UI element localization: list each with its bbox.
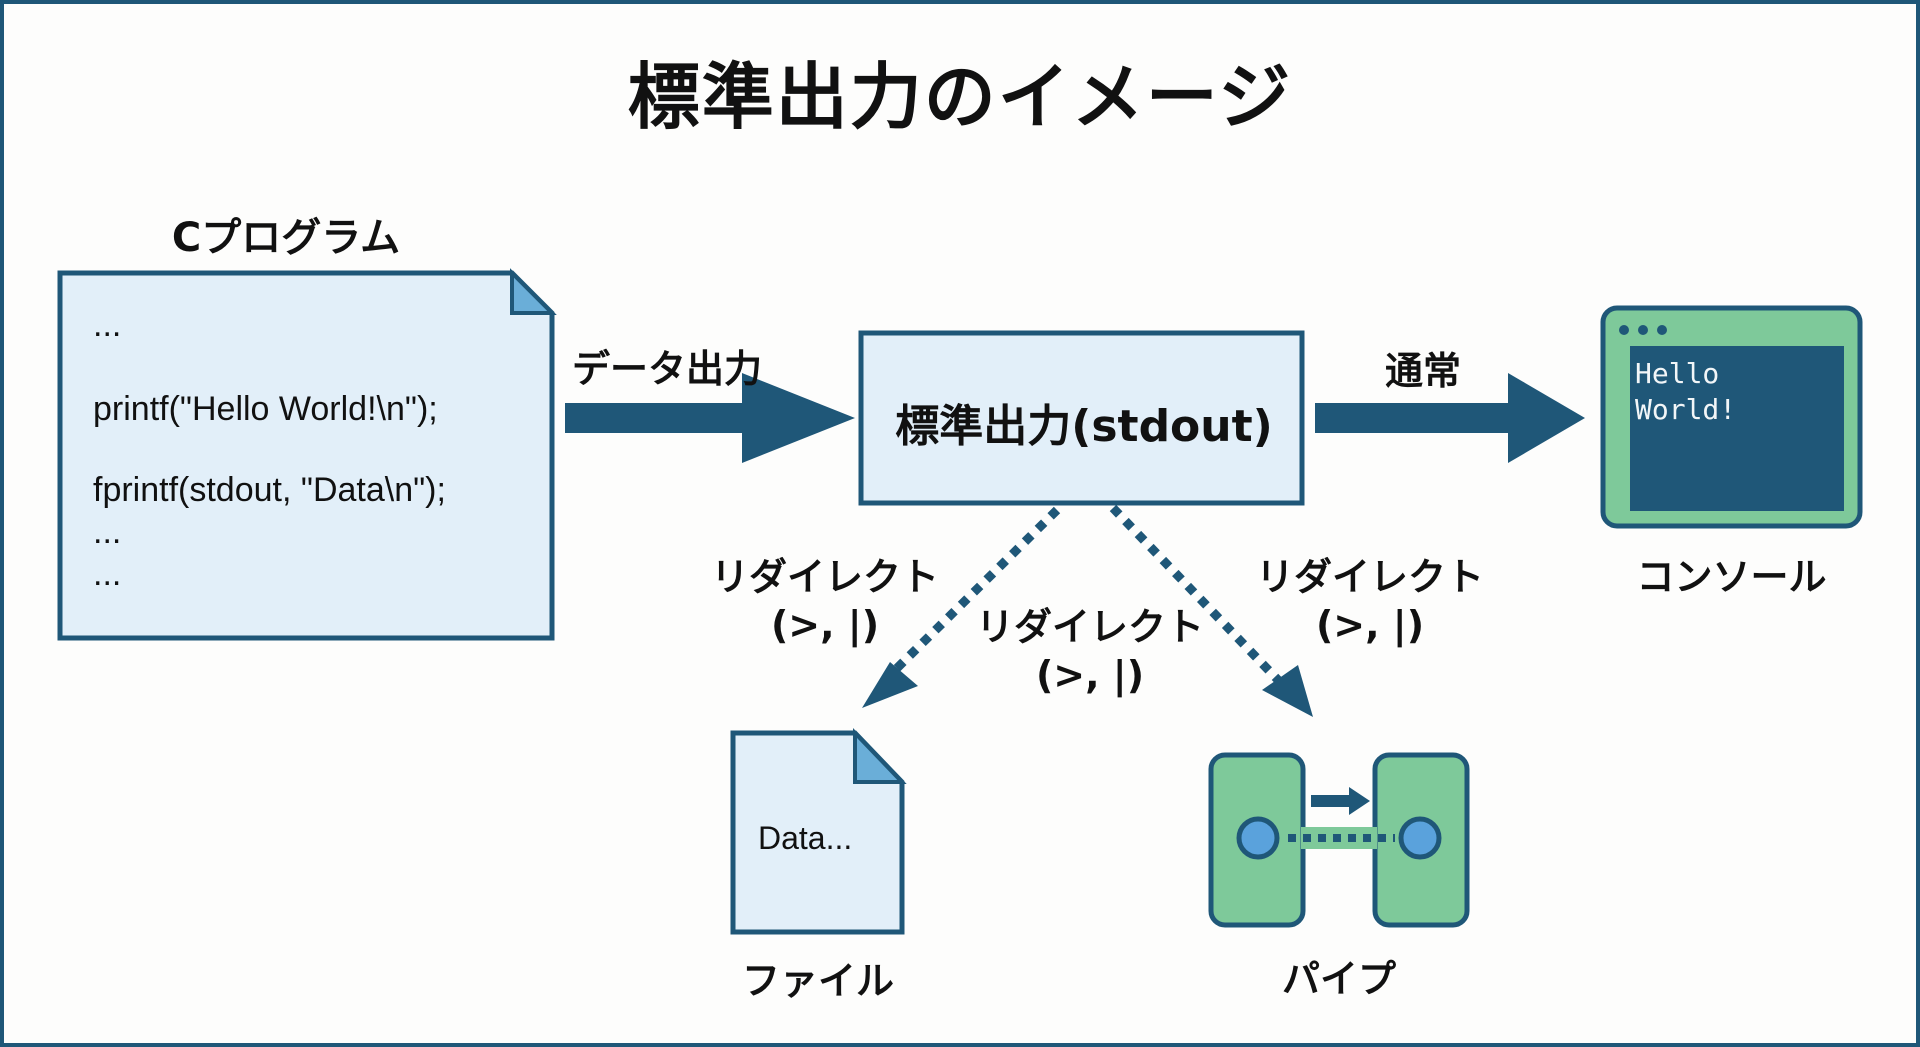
redirect-label-right: リダイレクト (>, |) (1255, 553, 1485, 649)
code-line: ... (93, 555, 122, 593)
redirect-symbols: (>, |) (770, 603, 880, 647)
normal-label: 通常 (1385, 349, 1462, 393)
file-label: ファイル (741, 959, 894, 1003)
program-heading: Cプログラム (171, 215, 401, 261)
redirect-text: リダイレクト (975, 605, 1204, 649)
file-icon (730, 728, 907, 935)
data-output-label: データ出力 (572, 347, 763, 391)
file-content: Data... (758, 820, 853, 856)
console-line: Hello (1635, 357, 1720, 390)
pipe-label: パイプ (1281, 957, 1396, 1001)
window-dot-icon (1638, 325, 1648, 335)
redirect-label-center: リダイレクト (>, |) (975, 603, 1205, 699)
stdout-label: 標準出力(stdout) (895, 401, 1273, 452)
redirect-arrow-pipe (1109, 504, 1313, 717)
window-dot-icon (1657, 325, 1667, 335)
stdout-box (858, 330, 1305, 506)
redirect-text: リダイレクト (1255, 555, 1484, 599)
redirect-symbols: (>, |) (1035, 653, 1145, 697)
code-line: fprintf(stdout, "Data\n"); (93, 471, 446, 509)
code-line: printf("Hello World!\n"); (93, 390, 438, 428)
code-line: ... (93, 306, 122, 344)
program-document-icon (57, 268, 557, 641)
console-output: Hello World! (1635, 356, 1736, 428)
page-title: 標準出力のイメージ (627, 55, 1293, 139)
console-label: コンソール (1636, 555, 1827, 599)
redirect-text: リダイレクト (710, 555, 939, 599)
window-dot-icon (1619, 325, 1629, 335)
console-window-icon (1600, 305, 1863, 529)
redirect-arrow-file (862, 506, 1061, 708)
code-line: ... (93, 513, 122, 551)
data-output-arrow (565, 373, 855, 463)
redirect-symbols: (>, |) (1315, 603, 1425, 647)
normal-arrow (1315, 373, 1585, 463)
console-line: World! (1635, 393, 1737, 426)
redirect-label-left: リダイレクト (>, |) (710, 553, 940, 649)
pipe-icon (1208, 752, 1470, 928)
